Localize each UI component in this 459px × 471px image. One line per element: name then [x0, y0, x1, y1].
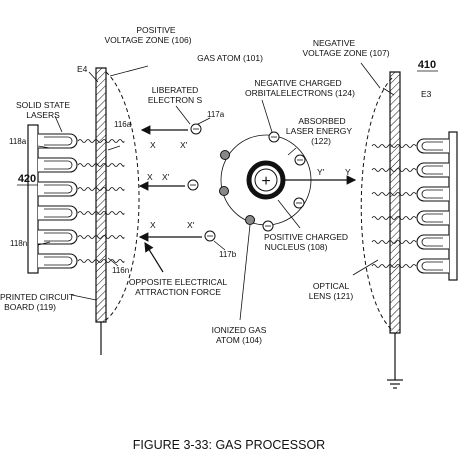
label-410: 410	[418, 59, 436, 71]
electron-vacancy	[220, 150, 230, 160]
label-420: 420	[18, 173, 36, 185]
label-xp2: X'	[162, 172, 170, 182]
label-gas-atom: GAS ATOM (101)	[197, 53, 263, 63]
label-positive-zone: POSITIVE	[136, 25, 176, 35]
laser-diode	[38, 205, 78, 221]
label-pos-charged: POSITIVE CHARGED	[264, 232, 348, 242]
nucleus-inner	[254, 168, 278, 192]
label-solid-state: SOLID STATE	[16, 100, 70, 110]
label-pos-charged-2: NUCLEUS (108)	[265, 242, 328, 252]
laser-beam	[371, 168, 417, 172]
laser-beam	[371, 192, 417, 196]
label-opposite-2: ATTRACTION FORCE	[135, 287, 221, 297]
laser-beam	[371, 264, 417, 268]
electrode-e3	[387, 71, 403, 389]
orbital-electron	[268, 131, 280, 143]
label-absorbed-3: (122)	[311, 136, 331, 146]
figure-caption: FIGURE 3-33: GAS PROCESSOR	[133, 438, 325, 452]
laser-diode	[38, 181, 78, 197]
label-116n: 116n	[112, 266, 129, 275]
label-liberated: LIBERATED	[152, 85, 199, 95]
optical-lens-element	[416, 162, 449, 178]
label-absorbed: ABSORBED	[298, 116, 345, 126]
liberated-electron	[187, 179, 199, 191]
diagram-labels: POSITIVE VOLTAGE ZONE (106) GAS ATOM (10…	[0, 25, 438, 452]
liberated-electron	[190, 123, 202, 135]
optical-lens-element	[416, 234, 449, 250]
orbital-electron	[294, 154, 306, 166]
laser-beam	[77, 187, 125, 191]
label-negative-zone: NEGATIVE	[313, 38, 356, 48]
optical-lens-element	[416, 258, 449, 274]
laser-beams-left	[77, 139, 125, 263]
leader-lines	[37, 62, 395, 321]
label-117a: 117a	[207, 110, 225, 119]
laser-diode	[38, 229, 78, 245]
printed-circuit-board	[27, 124, 39, 274]
nucleus-plus: +	[261, 173, 270, 190]
laser-beam	[371, 216, 417, 220]
label-pcb: PRINTED CIRCUIT	[0, 292, 74, 302]
label-opposite: OPPOSITE ELECTRICAL	[129, 277, 228, 287]
label-ionized-2: ATOM (104)	[216, 335, 262, 345]
label-optical: OPTICAL	[313, 281, 350, 291]
gas-atom: +	[219, 131, 312, 232]
label-xp1: X'	[180, 140, 188, 150]
laser-beam	[371, 144, 417, 148]
laser-beam	[77, 259, 125, 263]
optical-lens-board	[448, 131, 458, 281]
label-negative-zone-2: VOLTAGE ZONE (107)	[302, 48, 389, 58]
laser-diode	[38, 133, 78, 149]
label-x2: X	[147, 172, 153, 182]
label-117b: 117b	[219, 250, 237, 259]
laser-beam	[371, 240, 417, 244]
label-ionized: IONIZED GAS	[212, 325, 267, 335]
optical-lens-element	[416, 210, 449, 226]
motion-arrows	[138, 125, 357, 273]
optical-lens-element	[416, 186, 449, 202]
laser-beam	[77, 211, 125, 215]
label-116a: 116a	[114, 120, 132, 129]
label-optical-2: LENS (121)	[309, 291, 354, 301]
label-y: Y	[345, 167, 351, 177]
label-118n: 118n	[10, 239, 27, 248]
laser-beam	[77, 163, 125, 167]
label-x1: X	[150, 140, 156, 150]
label-solid-state-2: LASERS	[26, 110, 60, 120]
orbital-electron	[293, 197, 305, 209]
right-laser-array	[416, 138, 449, 274]
label-x3: X	[150, 220, 156, 230]
laser-diode	[38, 253, 78, 269]
label-positive-zone-2: VOLTAGE ZONE (106)	[104, 35, 191, 45]
label-neg-charged-2: ORBITALELECTRONS (124)	[245, 88, 355, 98]
laser-diode	[38, 157, 78, 173]
electron-vacancy	[245, 215, 255, 225]
orbital-electron	[262, 220, 274, 232]
label-e4: E4	[77, 64, 88, 74]
label-118a: 118a	[9, 137, 27, 146]
solid-state-lasers	[38, 133, 78, 269]
laser-beam	[77, 235, 125, 239]
label-yp: Y'	[317, 167, 325, 177]
laser-beams-right	[371, 144, 417, 268]
label-e3: E3	[421, 89, 432, 99]
laser-beam	[77, 139, 125, 143]
label-neg-charged: NEGATIVE CHARGED	[254, 78, 341, 88]
label-liberated-2: ELECTRON S	[148, 95, 203, 105]
electrode-e4	[95, 67, 107, 355]
electron-vacancy	[219, 186, 229, 196]
label-pcb-2: BOARD (119)	[4, 302, 56, 312]
negative-voltage-zone	[360, 77, 393, 331]
label-xp3: X'	[187, 220, 195, 230]
liberated-electron	[204, 230, 216, 242]
label-absorbed-2: LASER ENERGY	[286, 126, 352, 136]
optical-lens-element	[416, 138, 449, 154]
